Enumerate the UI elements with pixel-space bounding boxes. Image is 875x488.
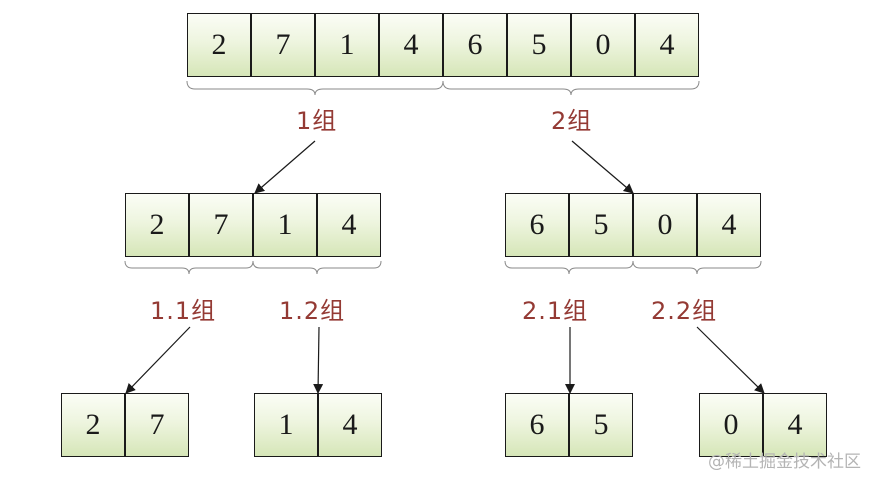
array-cell: 4 <box>763 393 827 457</box>
array-cell: 1 <box>254 393 318 457</box>
group-label-1-1: 1.1组 <box>150 297 217 325</box>
array-cell: 0 <box>571 13 635 77</box>
brace-group-1-1 <box>124 260 254 275</box>
array-cell: 5 <box>569 393 633 457</box>
arrow-to-right-subarray <box>571 140 634 194</box>
array-cell: 1 <box>315 13 379 77</box>
array-cell: 6 <box>443 13 507 77</box>
array-cell: 4 <box>635 13 699 77</box>
group-label-2: 2组 <box>551 107 593 135</box>
brace-group-1 <box>186 80 444 96</box>
array-cell: 7 <box>125 393 189 457</box>
brace-group-2 <box>442 80 700 96</box>
arrow-to-leaf-1 <box>125 326 191 394</box>
array-cell: 0 <box>633 193 697 257</box>
watermark-text: @稀土掘金技术社区 <box>708 452 861 472</box>
array-cell: 2 <box>125 193 189 257</box>
array-cell: 4 <box>697 193 761 257</box>
array-cell: 6 <box>505 193 569 257</box>
array-cell: 7 <box>189 193 253 257</box>
array-cell: 7 <box>251 13 315 77</box>
array-cell: 4 <box>317 193 381 257</box>
array-cell: 0 <box>699 393 763 457</box>
arrow-to-leaf-4 <box>696 326 765 394</box>
array-cell: 2 <box>187 13 251 77</box>
arrow-to-left-subarray <box>254 140 316 194</box>
array-cell: 5 <box>569 193 633 257</box>
group-label-1: 1组 <box>296 107 338 135</box>
array-cell: 2 <box>61 393 125 457</box>
group-label-1-2: 1.2组 <box>279 297 346 325</box>
array-cell: 6 <box>505 393 569 457</box>
brace-group-2-1 <box>504 260 634 275</box>
array-cell: 4 <box>318 393 382 457</box>
arrow-to-leaf-2 <box>313 326 324 394</box>
brace-group-2-2 <box>632 260 762 275</box>
array-cell: 4 <box>379 13 443 77</box>
brace-group-1-2 <box>252 260 382 275</box>
group-label-2-2: 2.2组 <box>651 297 718 325</box>
array-cell: 1 <box>253 193 317 257</box>
group-label-2-1: 2.1组 <box>522 297 589 325</box>
array-cell: 5 <box>507 13 571 77</box>
